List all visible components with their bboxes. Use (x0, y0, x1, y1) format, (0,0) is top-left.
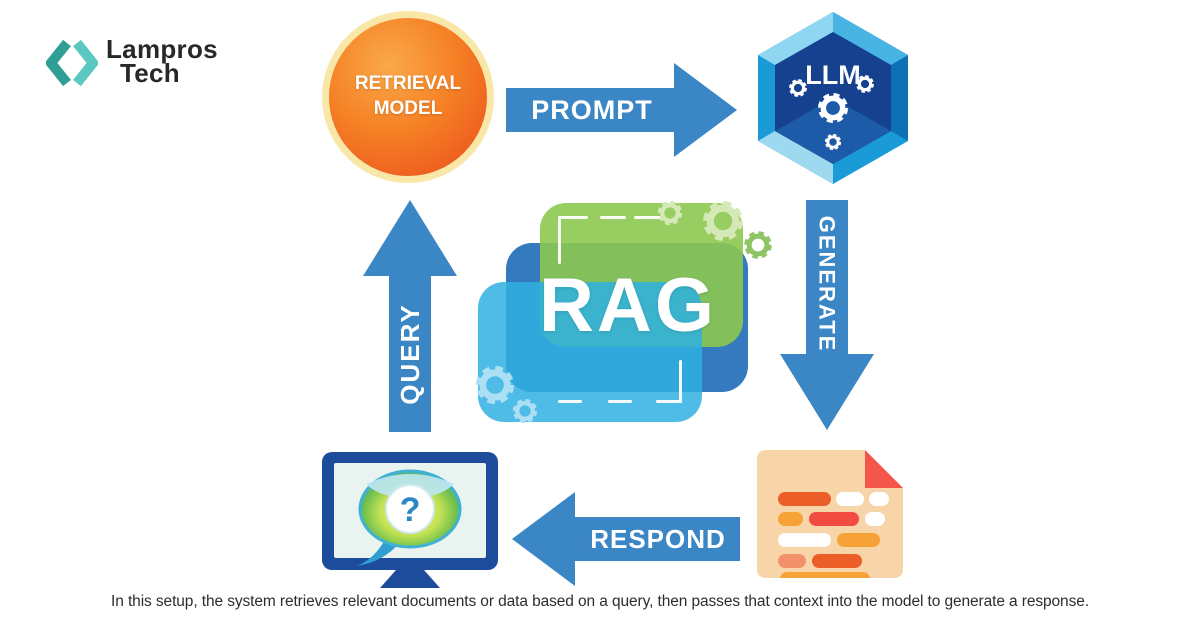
document-icon (757, 450, 903, 578)
corner-bracket (679, 360, 682, 403)
respond-arrow-label: RESPOND (590, 524, 726, 554)
respond-arrow: RESPOND (512, 492, 740, 586)
corner-bracket (558, 216, 588, 219)
query-arrow-label: QUERY (395, 303, 425, 405)
retrieval-model-label: RETRIEVAL MODEL (354, 73, 462, 119)
llm-label: LLM (805, 60, 860, 90)
rag-card-light-blue (478, 282, 702, 422)
monitor-icon: ? (322, 452, 498, 588)
corner-bracket (600, 216, 626, 219)
retrieval-model-node: RETRIEVAL MODEL (322, 11, 494, 183)
brand-line1: Lampros (106, 34, 218, 64)
logo-chevrons-icon (46, 39, 98, 87)
gear-icon (661, 204, 680, 223)
caption: In this setup, the system retrieves rele… (111, 593, 1089, 610)
query-arrow: QUERY (363, 200, 457, 432)
speech-bubble-icon: ? (356, 469, 462, 566)
rag-label: RAG (539, 263, 717, 348)
corner-bracket (558, 400, 582, 403)
corner-bracket (608, 400, 632, 403)
corner-bracket (634, 216, 660, 219)
question-mark: ? (400, 491, 421, 529)
generate-arrow: GENERATE (780, 200, 874, 430)
lampros-logo: Lampros Tech (46, 34, 218, 88)
brand-line2: Tech (120, 57, 180, 88)
prompt-arrow: PROMPT (506, 63, 737, 157)
gear-icon (708, 206, 739, 237)
brand-name: Lampros Tech (106, 34, 218, 88)
llm-node: LLM (758, 12, 908, 184)
gear-icon (480, 370, 509, 399)
generate-arrow-label: GENERATE (815, 216, 840, 353)
corner-bracket (656, 400, 682, 403)
corner-bracket (558, 218, 561, 264)
gear-icon (516, 402, 535, 421)
gear-icon (747, 234, 768, 255)
prompt-arrow-label: PROMPT (531, 95, 653, 125)
rag-badge: RAG (478, 196, 778, 436)
